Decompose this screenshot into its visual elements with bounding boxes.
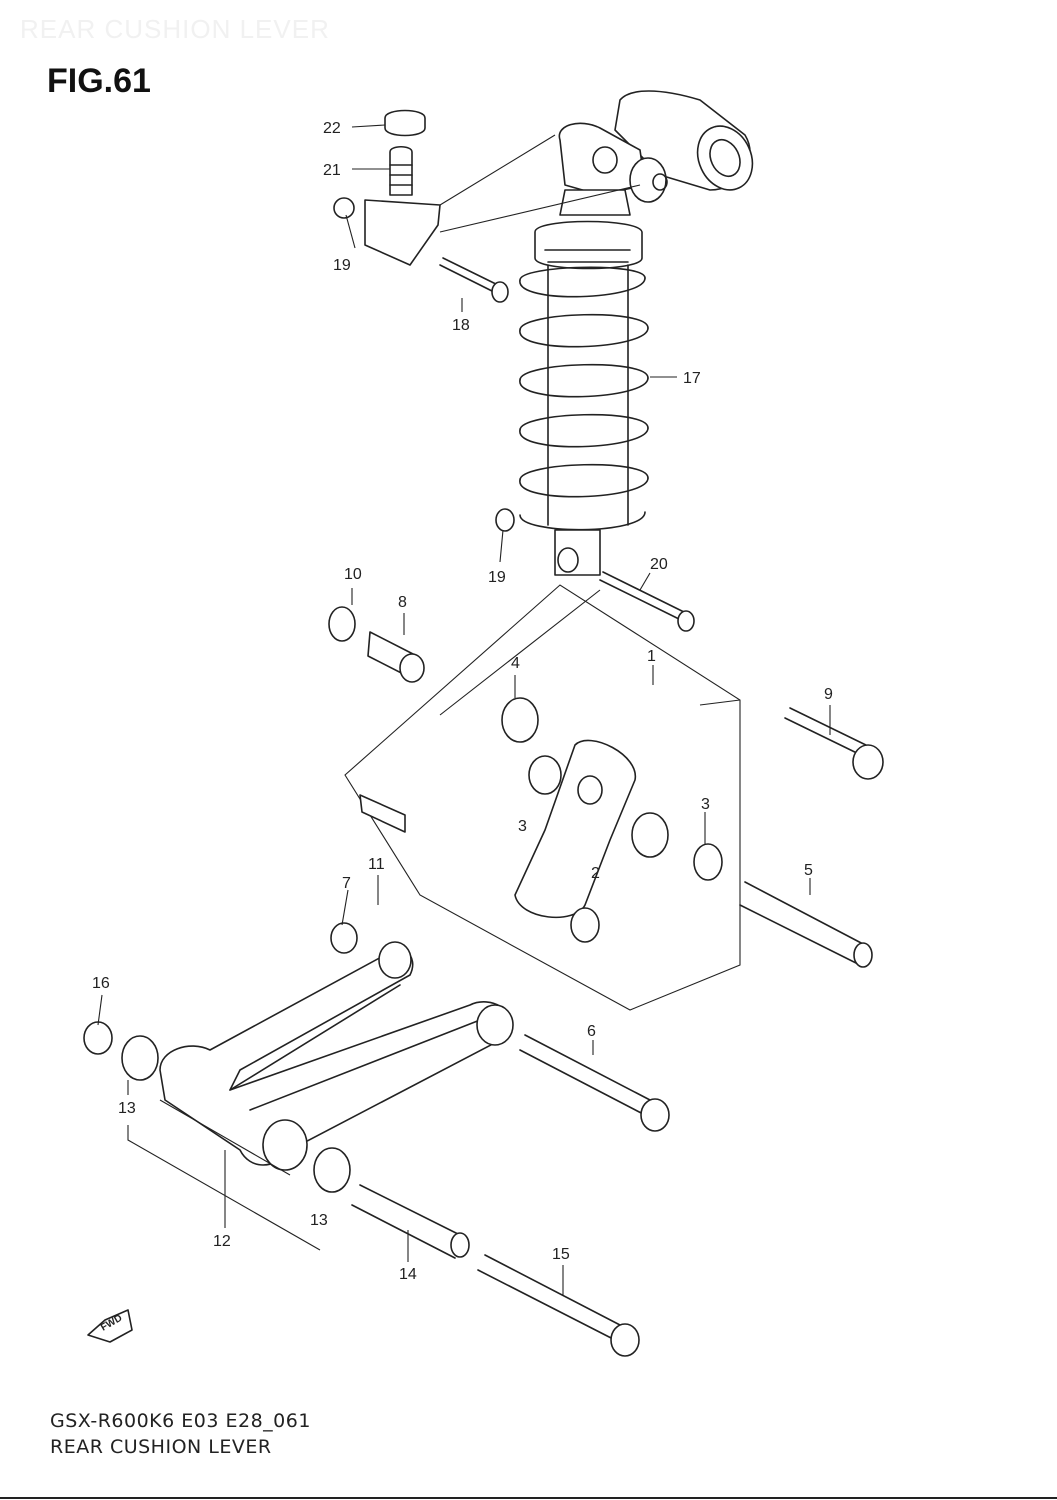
cushion-lever-assembly: [328, 571, 884, 1011]
callout-7: 7: [342, 875, 351, 892]
callout-1: 1: [647, 648, 656, 665]
callout-14: 14: [399, 1266, 417, 1283]
callout-4: 4: [511, 655, 520, 672]
shock-absorber-17: [519, 90, 754, 576]
callout-10: 10: [344, 566, 362, 583]
callout-21: 21: [323, 162, 341, 179]
leader-lines: [97, 124, 831, 1295]
cushion-rod-assembly: [83, 922, 670, 1357]
callout-20: 20: [650, 556, 668, 573]
callout-22: 22: [323, 120, 341, 137]
callout-numbers: 22 21 19 18 17 19 20 10 8 1 4 9 3 3 5 2 …: [92, 120, 833, 1283]
callout-19b: 19: [488, 569, 506, 586]
callout-8: 8: [398, 594, 407, 611]
callout-11: 11: [368, 856, 385, 873]
callout-18: 18: [452, 317, 470, 334]
callout-19a: 19: [333, 257, 351, 274]
figure-title: FIG.61: [47, 62, 151, 100]
header-faint-title: REAR CUSHION LEVER: [20, 14, 330, 44]
callout-16: 16: [92, 975, 110, 992]
callout-3b: 3: [518, 818, 527, 835]
footer-diagram-name: REAR CUSHION LEVER: [50, 1436, 272, 1458]
callout-2: 2: [591, 865, 600, 882]
callout-12: 12: [213, 1233, 231, 1250]
callout-13b: 13: [310, 1212, 328, 1229]
footer-model-code: GSX-R600K6 E03 E28_061: [50, 1410, 311, 1432]
top-mount-parts: [333, 109, 641, 532]
callout-9: 9: [824, 686, 833, 703]
callout-3a: 3: [701, 796, 710, 813]
callout-15: 15: [552, 1246, 570, 1263]
bottom-border: [0, 1497, 1057, 1499]
callout-5: 5: [804, 862, 813, 879]
callout-13a: 13: [118, 1100, 136, 1117]
fwd-arrow-icon: FWD: [87, 1309, 133, 1343]
callout-6: 6: [587, 1023, 596, 1040]
callout-17: 17: [683, 370, 701, 387]
